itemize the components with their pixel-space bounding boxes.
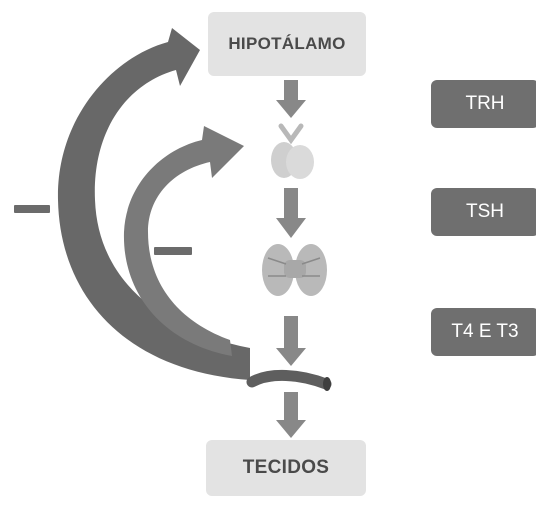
- down-arrow: [276, 188, 306, 238]
- down-arrow: [276, 392, 306, 438]
- tissues-box: TECIDOS: [206, 440, 366, 496]
- t4-t3-label: T4 E T3: [431, 308, 536, 356]
- feedback-arrow-pituitary: [123, 126, 244, 356]
- trh-label: TRH: [431, 80, 536, 128]
- down-arrow: [276, 80, 306, 118]
- tsh-label: TSH: [431, 188, 536, 236]
- pituitary-icon: [271, 123, 314, 179]
- blood-vessel-icon: [246, 369, 332, 391]
- down-arrow: [276, 316, 306, 366]
- feedback-arrow-hypothalamus: [57, 28, 250, 380]
- thyroid-icon: [262, 244, 327, 296]
- hypothalamus-box: HIPOTÁLAMO: [208, 12, 366, 76]
- negative-feedback-sign: [154, 247, 192, 255]
- negative-feedback-sign: [14, 205, 50, 213]
